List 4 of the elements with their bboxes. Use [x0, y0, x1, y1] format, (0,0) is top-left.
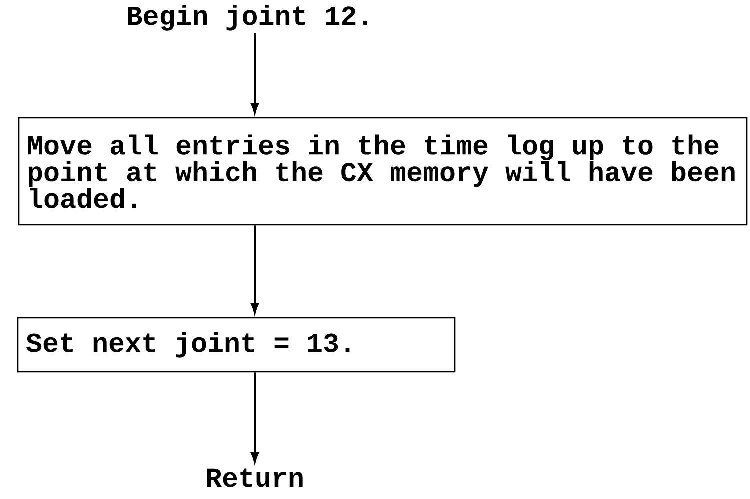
terminal-text: Begin joint 12.: [128, 5, 368, 31]
terminal-text: Return: [207, 468, 303, 488]
process-box: Move all entries in the time log up to the point at which the CX memory will have been loaded.: [18, 117, 748, 226]
process-box: Set next joint = 13.: [17, 317, 456, 373]
